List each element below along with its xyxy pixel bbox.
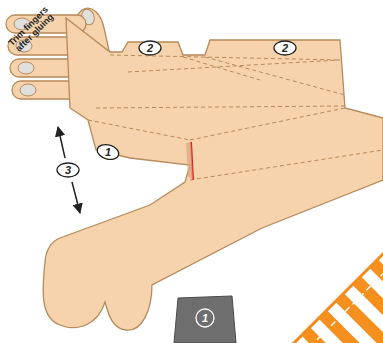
- dimension-arrow: [72, 182, 80, 213]
- glue-tab: [174, 296, 236, 343]
- callout-number: 3: [65, 165, 71, 176]
- fold-lines: [88, 55, 383, 180]
- callout-number: 1: [202, 313, 208, 324]
- callout-number: 2: [147, 43, 153, 54]
- callout-number: 1: [105, 147, 111, 158]
- striped-towel: [293, 224, 383, 343]
- callout-circles: [57, 41, 296, 327]
- callout-number: 2: [282, 43, 288, 54]
- arm-body: [43, 18, 383, 330]
- dimension-arrow: [58, 127, 65, 158]
